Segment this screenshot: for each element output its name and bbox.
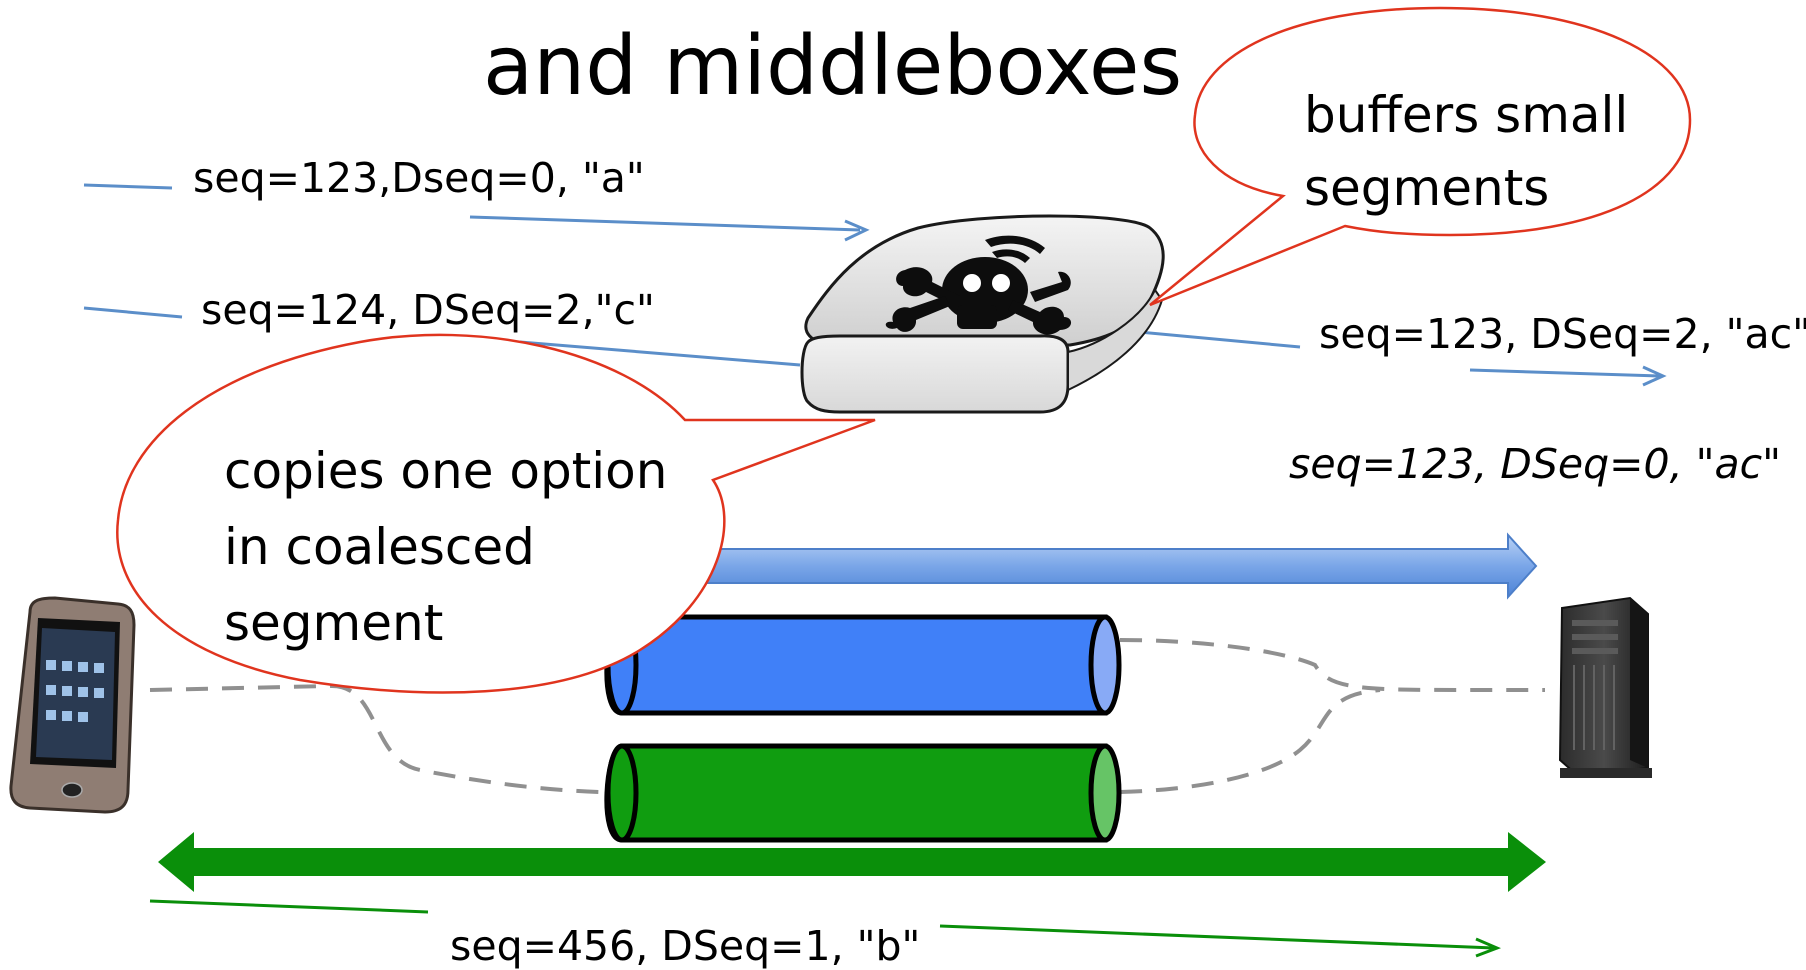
subflow-dashed-paths (149, 638, 1545, 794)
copy-callout-line1: copies one option (224, 442, 667, 500)
smartphone-icon (9, 596, 136, 814)
subflow-2-tube (604, 743, 1122, 843)
segment-out-arrow (1117, 328, 1667, 387)
segment-c-arrow (83, 306, 801, 367)
segment-b-arrow (149, 899, 1501, 958)
buffer-callout-line2: segments (1304, 159, 1549, 217)
segment-a-arrow (83, 183, 870, 242)
segment-expected-label: seq=123, DSeq=0, "ac" (1289, 440, 1781, 488)
page-title: and middleboxes (483, 19, 1182, 114)
buffer-callout (1149, 6, 1692, 307)
segment-out-label: seq=123, DSeq=2, "ac" (1319, 310, 1806, 358)
segment-b-label: seq=456, DSeq=1, "b" (450, 922, 920, 970)
middlebox-skull-icon (800, 214, 1165, 414)
segment-a-label: seq=123,Dseq=0, "a" (193, 154, 645, 202)
copy-callout-line3: segment (224, 594, 443, 652)
segment-c-label: seq=124, DSeq=2,"c" (201, 286, 655, 334)
subflow-1-tube (604, 614, 1122, 716)
copy-callout (116, 333, 876, 694)
buffer-callout-line1: buffers small (1304, 86, 1628, 144)
server-tower-icon (1558, 596, 1652, 778)
copy-callout-line2: in coalesced (224, 518, 535, 576)
connection-bidirectional-arrow (158, 832, 1546, 892)
data-level-arrow (689, 532, 1538, 600)
